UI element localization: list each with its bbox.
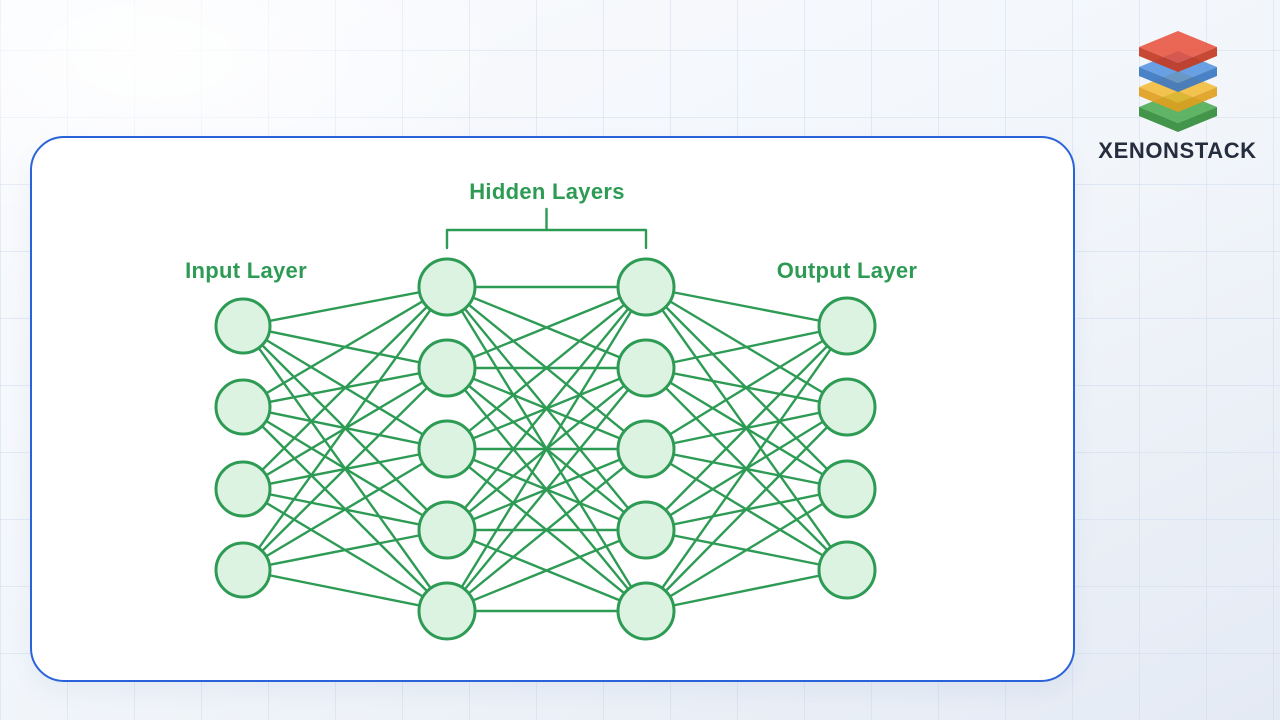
hidden-layers-label: Hidden Layers — [469, 179, 625, 204]
blue-layer-right-face — [1177, 67, 1217, 92]
blue-layer-left-face — [1138, 67, 1178, 92]
output-layer-label: Output Layer — [776, 258, 918, 283]
xenonstack-logo-text: XENONSTACK — [1098, 138, 1257, 163]
red-layer-left-face — [1138, 47, 1178, 72]
input-layer-label: Input Layer — [185, 258, 307, 283]
red-layer-right-face — [1177, 47, 1217, 72]
red-layer-top-face — [1138, 31, 1217, 63]
green-layer-right-face — [1177, 107, 1217, 132]
diagram-card — [30, 136, 1075, 682]
xenonstack-layers-icon — [1138, 31, 1217, 132]
yellow-layer-left-face — [1138, 87, 1178, 112]
xenonstack-logo: XENONSTACK — [1095, 28, 1260, 164]
yellow-layer-right-face — [1177, 87, 1217, 112]
green-layer-left-face — [1138, 107, 1178, 132]
